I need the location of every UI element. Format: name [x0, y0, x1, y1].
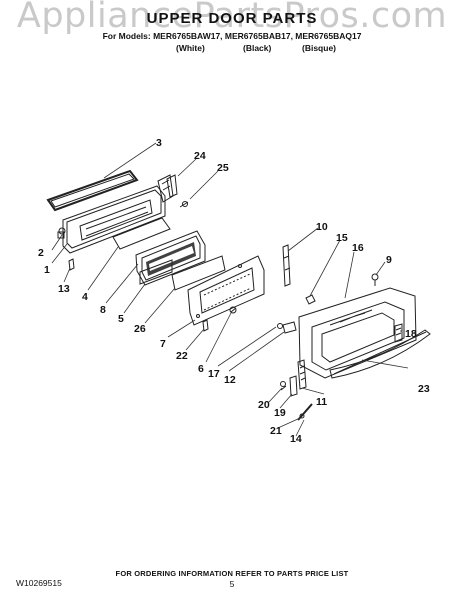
- callout-5: 5: [118, 313, 124, 325]
- part-7-outer-panel: [187, 255, 265, 326]
- part-1-inner-frame: [57, 185, 166, 254]
- callout-12: 12: [224, 374, 236, 386]
- part-6-screw: [229, 306, 237, 314]
- callout-19: 19: [274, 407, 286, 419]
- leader-lines: [51, 142, 409, 437]
- callout-9: 9: [386, 254, 392, 266]
- callout-labels: 3 24 25 2 1 13 4 8 5 26 7 22 6 17 12 10 …: [38, 137, 430, 445]
- ordering-info-note: FOR ORDERING INFORMATION REFER TO PARTS …: [115, 569, 349, 578]
- part-15-screw: [305, 294, 316, 305]
- part-17-hinge-receiver: [277, 321, 297, 334]
- callout-7: 7: [160, 338, 166, 350]
- part-5-middle-glass: [139, 259, 173, 285]
- variant-bisque: (Bisque): [302, 43, 336, 53]
- callout-23: 23: [418, 383, 430, 395]
- part-24-hinge-bracket: [157, 174, 178, 203]
- part-25-screw: [179, 201, 189, 208]
- callout-22: 22: [176, 350, 188, 362]
- part-4-inner-glass: [112, 217, 171, 250]
- part-11-vent-strip: [297, 359, 307, 390]
- part-14-rod: [297, 403, 313, 421]
- callout-10: 10: [316, 221, 328, 233]
- callout-6: 6: [198, 363, 204, 375]
- callout-16: 16: [352, 242, 364, 254]
- callout-4: 4: [82, 291, 88, 303]
- part-8-glass-pack: [135, 230, 206, 286]
- callout-8: 8: [100, 304, 106, 316]
- callout-11: 11: [316, 396, 327, 408]
- part-10-hinge: [282, 244, 291, 287]
- part-2-screw: [58, 227, 66, 235]
- callout-13: 13: [58, 283, 70, 295]
- callout-20: 20: [258, 399, 270, 411]
- models-line: For Models: MER6765BAW17, MER6765BAB17, …: [102, 31, 362, 41]
- variant-white: (White): [176, 43, 205, 53]
- document-number: W10269515: [16, 578, 62, 588]
- part-26-glass-panel: [171, 255, 226, 291]
- part-19-spacer: [289, 375, 298, 397]
- callout-2: 2: [38, 247, 44, 259]
- callout-17: 17: [208, 368, 220, 380]
- callout-24: 24: [194, 150, 206, 162]
- part-20-screw: [280, 381, 287, 391]
- watermark: AppliancePartsPros.com: [16, 0, 448, 36]
- variant-black: (Black): [243, 43, 272, 53]
- part-22-clip: [202, 319, 209, 332]
- callout-18: 18: [405, 328, 417, 340]
- part-16-door-frame: [298, 287, 417, 379]
- part-13-clip: [68, 258, 75, 271]
- callout-25: 25: [217, 162, 229, 174]
- callout-26: 26: [134, 323, 146, 335]
- part-3-gasket: [46, 169, 139, 212]
- part-9-screw: [371, 273, 379, 286]
- callout-21: 21: [270, 425, 282, 437]
- part-18-bracket: [394, 323, 403, 343]
- callout-1: 1: [44, 264, 50, 276]
- page-title: UPPER DOOR PARTS: [146, 10, 318, 27]
- page-number: 5: [229, 579, 235, 589]
- callout-14: 14: [290, 433, 302, 445]
- callout-15: 15: [336, 232, 348, 244]
- part-23-door-handle: [329, 329, 431, 379]
- callout-3: 3: [156, 137, 162, 149]
